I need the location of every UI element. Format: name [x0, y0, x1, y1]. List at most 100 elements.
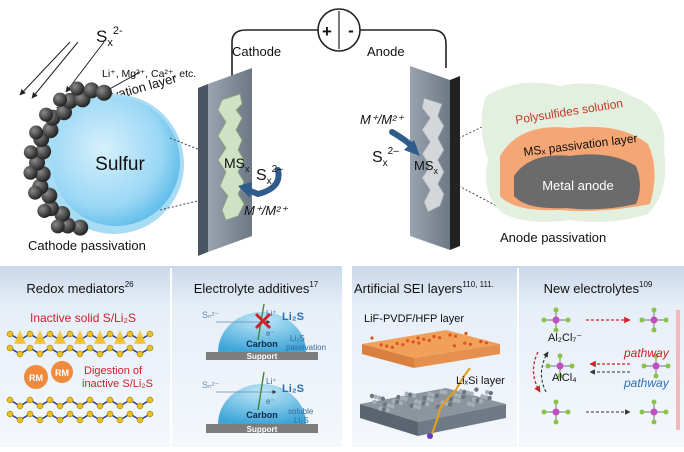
sulfur-atom — [6, 396, 14, 404]
ion-path — [428, 367, 471, 439]
cathode-electrode: MSx — [198, 68, 252, 256]
sulfur-atom — [16, 416, 24, 424]
sulfur-atom — [46, 344, 54, 352]
sulfur-atom — [36, 416, 44, 424]
sulfur-atom — [86, 396, 94, 404]
carbon-dome-bottom — [218, 384, 306, 424]
support-label-top: Support — [247, 352, 278, 361]
sulfur-atom — [126, 410, 134, 418]
ms-particle — [95, 84, 112, 101]
sn-top: Sₙ²⁻ — [202, 310, 220, 320]
li2s-bottom: Li₂S — [282, 383, 304, 395]
blocked-cross — [254, 312, 272, 330]
sulfur-atom — [126, 396, 134, 404]
panel-title-redox-mediators: Redox mediators26 — [26, 280, 134, 296]
sei-layer2-label: LiₓSi layer — [456, 375, 505, 387]
lixsi-roughness — [369, 387, 493, 413]
minus-sign: - — [348, 21, 354, 40]
anode-electrode: MSx — [410, 66, 460, 250]
anode-m-ion-label: M⁺/M²⁺ — [360, 112, 404, 127]
sulfur-atom — [146, 344, 154, 352]
sn-bottom: Sₙ²⁻ — [202, 380, 220, 390]
sulfur-atom — [66, 396, 74, 404]
sulfur-atom — [146, 410, 154, 418]
li-plus-top: Li⁺ — [266, 309, 276, 318]
sulfur-atom — [86, 410, 94, 418]
anode-wire — [360, 29, 447, 68]
sulfur-atom — [136, 402, 144, 410]
alcl4-label: AlCl₄ — [552, 372, 577, 384]
sulfur-atom — [36, 350, 44, 358]
carbon-label-top: Carbon — [246, 339, 278, 349]
metal-anode-label: Metal anode — [542, 178, 614, 193]
li2s-soluble-chem: Li₂S — [294, 416, 309, 425]
sulfur-atom — [26, 330, 34, 338]
cathode-ms-label: MSx — [224, 155, 250, 174]
cathode-m-ion-label: M⁺/M²⁺ — [244, 203, 288, 218]
sulfur-atom — [116, 402, 124, 410]
sulfur-atom — [16, 350, 24, 358]
sulfur-atom — [86, 330, 94, 338]
sulfur-atom — [126, 330, 134, 338]
sulfur-atom — [66, 330, 74, 338]
sulfur-atom — [106, 410, 114, 418]
electrolyte-additive-panel: Carbon Support Li⁺ e⁻ Sₙ²⁻ Li₂S Li₂S pas… — [202, 303, 326, 434]
al2cl7-molecule — [541, 307, 671, 425]
digested-lattice — [6, 396, 154, 424]
li-plus-bottom: Li⁺ — [266, 377, 276, 386]
sulfur-atom — [86, 344, 94, 352]
sulfur-atom — [56, 416, 64, 424]
ms-particle — [29, 125, 44, 140]
ms-particle — [83, 82, 100, 99]
digestion-label-line1: Digestion of — [84, 365, 143, 377]
anode-passivation-caption: Anode passivation — [500, 230, 606, 245]
sulfur-atom — [6, 330, 14, 338]
ms-particle — [72, 219, 89, 236]
sulfur-atom — [76, 402, 84, 410]
ms-particle — [23, 165, 38, 180]
sx-top-label: Sx2- — [96, 25, 123, 49]
ms-particle — [42, 122, 59, 139]
sulfur-atom — [96, 350, 104, 358]
soluble-word: soluble — [288, 407, 314, 416]
sulfur-atom — [136, 350, 144, 358]
cathode-reaction-arrow — [245, 167, 282, 198]
sulfur-atom — [16, 402, 24, 410]
anode-sx-label: Sx2– — [372, 146, 399, 169]
sulfur-atom — [106, 330, 114, 338]
sulfur-atom — [46, 410, 54, 418]
sulfur-atom — [46, 396, 54, 404]
inactive-solid-label: Inactive solid S/Li₂S — [30, 311, 136, 325]
sulfur-atom — [76, 350, 84, 358]
ms-particle — [35, 143, 52, 160]
e-top: e⁻ — [266, 329, 275, 338]
pvdf-layer-top — [362, 330, 500, 358]
metal-anode-shape — [514, 154, 640, 210]
sulfur-atom — [26, 344, 34, 352]
pathway-label-red: pathway — [623, 346, 670, 360]
li2s-top: Li₂S — [282, 311, 304, 323]
al2cl7-label: Al₂Cl₇⁻ — [548, 332, 582, 344]
passivation-word: passivation — [286, 343, 326, 352]
panel-title-electrolyte-additives: Electrolyte additives17 — [194, 280, 319, 296]
ms-particles — [23, 81, 112, 236]
ion-list: Li⁺, Mg²⁺, Ca²⁺, etc. — [102, 68, 196, 80]
sulfur-atom — [6, 344, 14, 352]
rm-molecule-1 — [24, 365, 48, 389]
sulfur-atom — [126, 344, 134, 352]
lixsi-layer-top — [360, 388, 506, 422]
rm-label-2: RM — [55, 368, 69, 378]
inactive-lattice — [6, 330, 154, 358]
carbon-label-bottom: Carbon — [246, 410, 278, 420]
sulfur-atom — [116, 350, 124, 358]
redox-mediator-panel: Inactive solid S/Li₂S RM RM Digestion of… — [6, 311, 154, 424]
ms-particle — [37, 203, 52, 218]
new-electrolyte-panel: Al₂Cl₇⁻ AlCl₄ pathway pathway — [532, 307, 680, 430]
sulfur-atom — [106, 344, 114, 352]
ms-particle — [23, 145, 38, 160]
cathode-illustration: Sx2- Li⁺, Mg²⁺, Ca²⁺, etc. MSₓ passivati… — [19, 25, 288, 256]
cathode-wire — [231, 29, 318, 82]
sulfur-atom — [36, 402, 44, 410]
